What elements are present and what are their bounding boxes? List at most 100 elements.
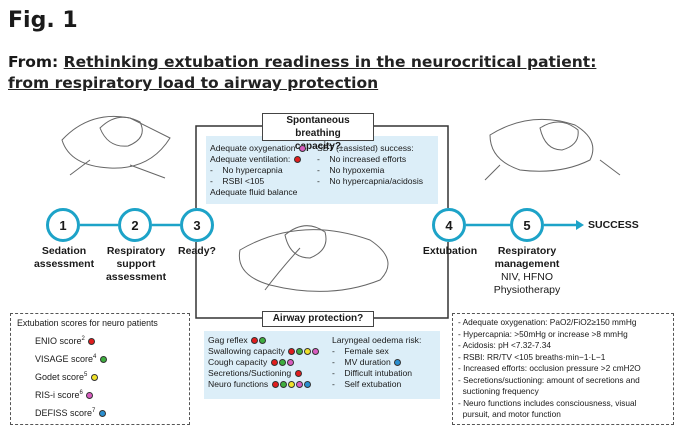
step-2-number: 2 bbox=[131, 217, 139, 233]
airway-criteria-right: Laryngeal oedema risk: - Female sex - MV… bbox=[332, 335, 440, 390]
blue-dot-icon bbox=[98, 410, 106, 418]
step-1-label: Sedation assessment bbox=[33, 245, 95, 270]
caption-prefix: From: bbox=[8, 53, 59, 71]
score-ref: 7 bbox=[92, 408, 96, 414]
breathing-item-text: Adequate oxygenation bbox=[210, 143, 296, 153]
step-1-circle[interactable]: 1 bbox=[46, 208, 80, 242]
oedema-item: - Difficult intubation bbox=[332, 368, 413, 378]
definition-item: pursuit, and motor function bbox=[458, 409, 561, 419]
figure-label: Fig. 1 bbox=[8, 8, 78, 33]
oedema-item: - Self extubation bbox=[332, 379, 402, 389]
breathing-title: Spontaneous breathing capacity? bbox=[262, 113, 374, 152]
airway-item-text: Neuro functions bbox=[208, 379, 269, 389]
red-dot-icon bbox=[293, 156, 301, 164]
breathing-criteria-right: SBT (±assisted) success: - No increased … bbox=[317, 143, 437, 187]
score-item: DEFISS score7 bbox=[35, 403, 183, 421]
red-dot-icon bbox=[88, 338, 96, 346]
red-dot-icon bbox=[288, 348, 296, 356]
extubation-scores-box: Extubation scores for neuro patients ENI… bbox=[10, 313, 190, 425]
airway-item-text: Cough capacity bbox=[208, 357, 268, 367]
scores-title: Extubation scores for neuro patients bbox=[17, 318, 158, 328]
breathing-item-text: Adequate ventilation: bbox=[210, 154, 291, 164]
airway-item: Swallowing capacity bbox=[208, 346, 332, 357]
airway-title: Airway protection? bbox=[262, 311, 374, 327]
breathing-sbt: - No hypercapnia/acidosis bbox=[317, 176, 424, 186]
scores-list: ENIO score2 VISAGE score4 Godet score5 R… bbox=[35, 331, 183, 421]
pink-dot-icon bbox=[295, 381, 303, 389]
red-dot-icon bbox=[251, 337, 259, 345]
green-dot-icon bbox=[296, 348, 304, 356]
oedema-item: Laryngeal oedema risk: bbox=[332, 335, 422, 345]
score-name: ENIO score bbox=[35, 336, 82, 346]
airway-item: Secretions/Suctioning bbox=[208, 368, 332, 379]
pink-dot-icon bbox=[312, 348, 320, 356]
pink-dot-icon bbox=[298, 145, 306, 153]
pink-dot-icon bbox=[286, 359, 294, 367]
step-1-number: 1 bbox=[59, 217, 67, 233]
airway-panel bbox=[204, 331, 440, 399]
breathing-panel bbox=[206, 136, 438, 204]
red-dot-icon bbox=[294, 370, 302, 378]
blue-dot-icon bbox=[303, 381, 311, 389]
definition-item: - RSBI: RR/TV <105 breaths·min−1·L−1 bbox=[458, 351, 606, 362]
step-4-circle[interactable]: 4 bbox=[432, 208, 466, 242]
step-5-number: 5 bbox=[523, 217, 531, 233]
score-name: RIS-i score bbox=[35, 390, 80, 400]
breathing-item: Adequate fluid balance bbox=[210, 187, 298, 197]
step-4-label: Extubation bbox=[422, 245, 478, 257]
score-item: RIS-i score6 bbox=[35, 385, 183, 403]
breathing-criteria-left: Adequate oxygenation Adequate ventilatio… bbox=[210, 143, 320, 198]
yellow-dot-icon bbox=[287, 381, 295, 389]
step-3-circle[interactable]: 3 bbox=[180, 208, 214, 242]
airway-item: Cough capacity bbox=[208, 357, 332, 368]
definition-item: - Adequate oxygenation: PaO2/FiO2≥150 mm… bbox=[458, 317, 637, 327]
score-ref: 2 bbox=[81, 336, 85, 342]
score-ref: 4 bbox=[93, 354, 97, 360]
step-4-number: 4 bbox=[445, 217, 453, 233]
definition-item: - Hypercapnia: >50mHg or increase >8 mmH… bbox=[458, 328, 628, 339]
step-5-label: Respiratory management bbox=[494, 245, 560, 270]
airway-item-text: Swallowing capacity bbox=[208, 346, 285, 356]
definitions-list: - Adequate oxygenation: PaO2/FiO2≥150 mm… bbox=[458, 317, 668, 421]
definition-item: - Acidosis: pH <7.32-7.34 bbox=[458, 340, 551, 350]
airway-item-text: Gag reflex bbox=[208, 335, 248, 345]
success-label: SUCCESS bbox=[588, 219, 639, 231]
score-ref: 6 bbox=[79, 390, 83, 396]
breathing-sbt: - No hypoxemia bbox=[317, 165, 385, 175]
green-dot-icon bbox=[99, 356, 107, 364]
figure-caption: From: Rethinking extubation readiness in… bbox=[8, 52, 596, 94]
score-name: Godet score bbox=[35, 372, 85, 382]
breathing-sbt: - No increased efforts bbox=[317, 154, 407, 164]
step-3-label: Ready? bbox=[178, 245, 216, 257]
score-name: DEFISS score bbox=[35, 408, 93, 418]
definitions-box: - Adequate oxygenation: PaO2/FiO2≥150 mm… bbox=[452, 313, 674, 425]
step-5-details: NIV, HFNO Physiotherapy bbox=[482, 271, 572, 297]
score-item: ENIO score2 bbox=[35, 331, 183, 349]
airway-item: Neuro functions bbox=[208, 379, 332, 390]
airway-item-text: Secretions/Suctioning bbox=[208, 368, 292, 378]
green-dot-icon bbox=[278, 359, 286, 367]
yellow-dot-icon bbox=[304, 348, 312, 356]
blue-dot-icon bbox=[394, 359, 402, 367]
article-title-line2[interactable]: from respiratory load to airway protecti… bbox=[8, 74, 379, 92]
breathing-item: Adequate ventilation: bbox=[210, 154, 320, 165]
step-5-detail-physio: Physiotherapy bbox=[493, 284, 561, 296]
step-2-circle[interactable]: 2 bbox=[118, 208, 152, 242]
oedema-item-text: - MV duration bbox=[332, 357, 391, 367]
breathing-item: - RSBI <105 bbox=[210, 176, 265, 186]
score-item: VISAGE score4 bbox=[35, 349, 183, 367]
score-ref: 5 bbox=[84, 372, 88, 378]
airway-criteria-left: Gag reflex Swallowing capacity Cough cap… bbox=[208, 335, 332, 390]
breathing-item: Adequate oxygenation bbox=[210, 143, 320, 154]
article-title-line1[interactable]: Rethinking extubation readiness in the n… bbox=[63, 53, 597, 71]
breathing-sbt: SBT (±assisted) success: bbox=[317, 143, 414, 153]
score-item: Godet score5 bbox=[35, 367, 183, 385]
definition-item: - Secretions/suctioning: amount of secre… bbox=[458, 374, 640, 385]
definition-item: - Increased efforts: occlusion pressure … bbox=[458, 363, 641, 373]
step-3-number: 3 bbox=[193, 217, 201, 233]
definition-item: - Neuro functions includes consciousness… bbox=[458, 397, 637, 408]
step-5-circle[interactable]: 5 bbox=[510, 208, 544, 242]
score-name: VISAGE score bbox=[35, 354, 94, 364]
